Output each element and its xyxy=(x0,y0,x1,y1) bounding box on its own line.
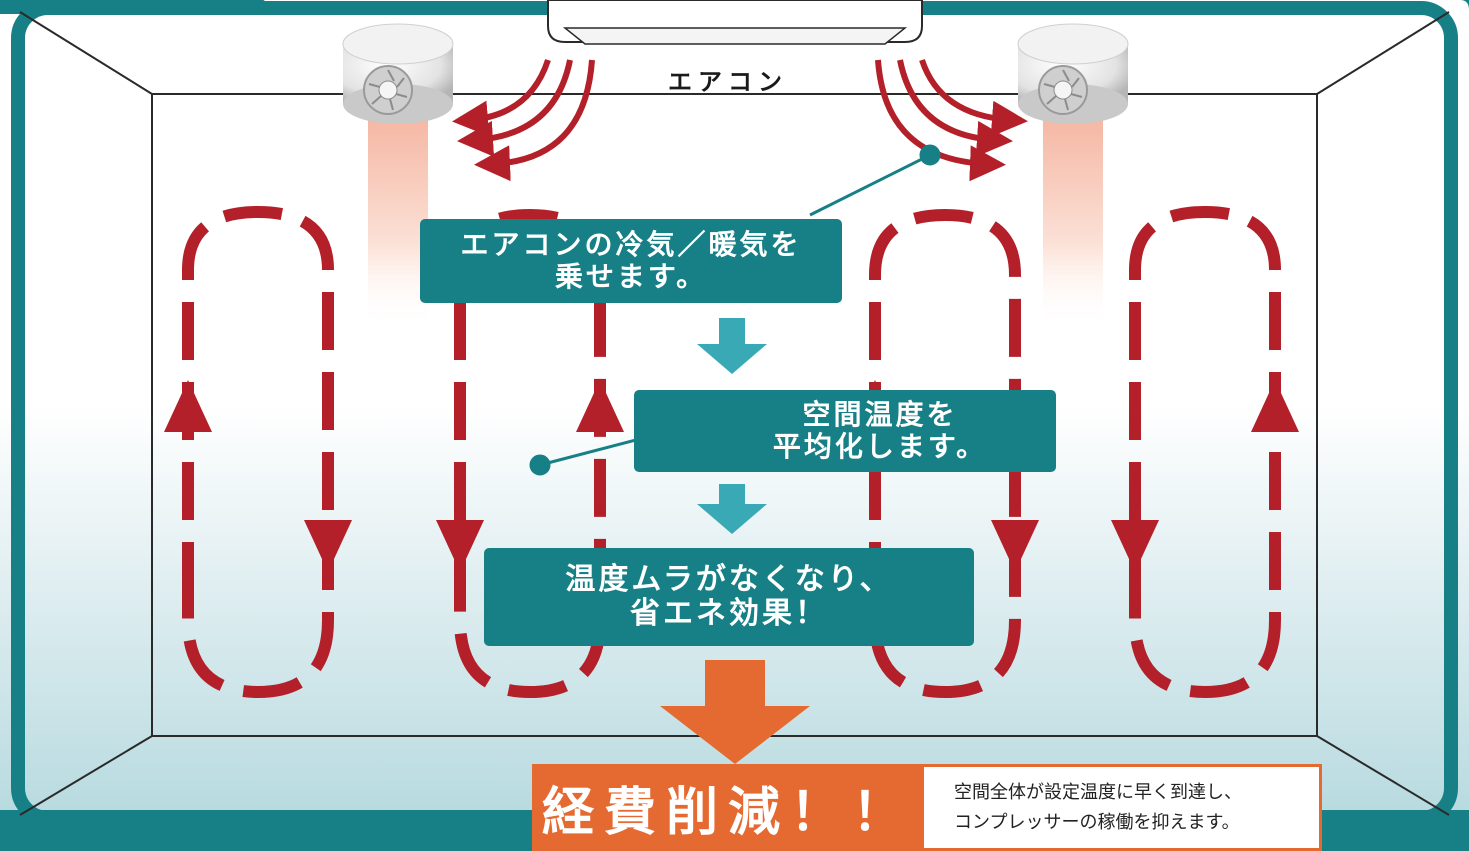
down-arrow-icon xyxy=(660,660,810,764)
cost-reduction-note: 空間全体が設定温度に早く到達し、 コンプレッサーの稼働を抑えます。 xyxy=(924,764,1322,851)
down-arrow-icon xyxy=(697,318,767,534)
aircon-label: エアコン xyxy=(668,68,788,96)
step-result-box: 温度ムラがなくなり、 省エネ効果！ xyxy=(484,548,974,646)
step-aircon-line1: エアコンの冷気／暖気を xyxy=(460,228,802,261)
step-result-line2: 省エネ効果！ xyxy=(630,596,828,631)
ceiling-fan-icon xyxy=(1017,23,1129,124)
ac-airflow-left xyxy=(452,59,595,182)
air-conditioner-icon xyxy=(547,0,923,45)
step-aircon-line2: 乗せます。 xyxy=(554,260,708,293)
cost-reduction-headline: 経費削減！！ xyxy=(532,764,924,851)
ceiling-fan-icon xyxy=(342,23,454,124)
note-line1: 空間全体が設定温度に早く到達し、 xyxy=(954,781,1242,803)
step-average-box: 空間温度を 平均化します。 xyxy=(634,390,1056,472)
note-line2: コンプレッサーの稼働を抑えます。 xyxy=(954,811,1240,833)
step-result-line1: 温度ムラがなくなり、 xyxy=(565,562,893,597)
step-average-line2: 平均化します。 xyxy=(772,430,988,463)
step-average-line1: 空間温度を xyxy=(802,398,958,431)
step-aircon-box: エアコンの冷気／暖気を 乗せます。 xyxy=(420,219,842,303)
ac-airflow-right xyxy=(875,59,1028,182)
